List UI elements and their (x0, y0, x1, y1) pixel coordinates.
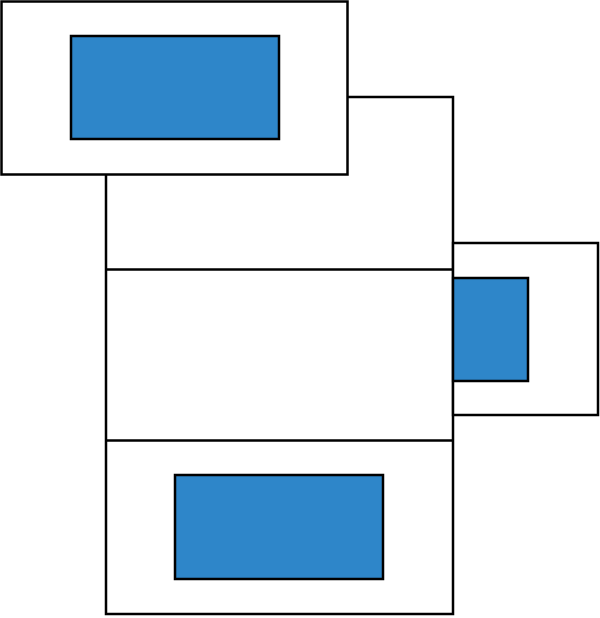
bottom-blue-block (173, 473, 385, 581)
right-blue-block (451, 276, 530, 383)
top-blue-block (69, 34, 281, 141)
